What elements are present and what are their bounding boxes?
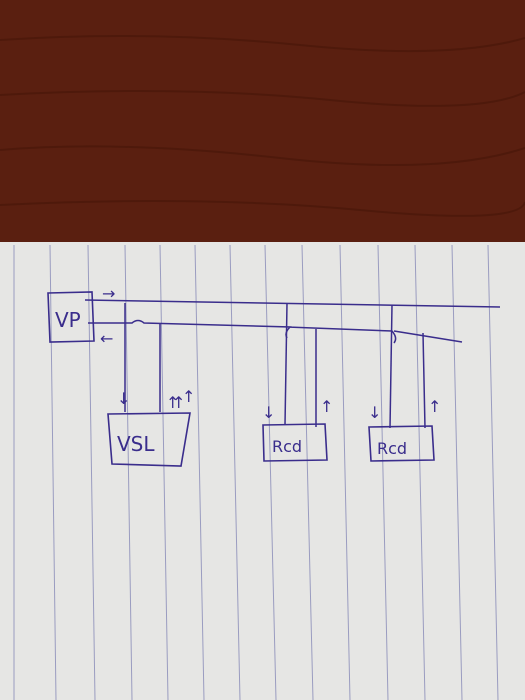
notebook-page (0, 242, 525, 700)
supply-main-pipe (84, 299, 501, 308)
rcd2-down-arrow: ↓ (368, 403, 381, 422)
rcd2-return-branch (422, 332, 426, 429)
vsl-up-arrow-2: ↑ (172, 393, 185, 412)
vsl-up-arrow-3: ↑ (182, 387, 195, 406)
vsl-box (107, 412, 191, 467)
wood-grain (0, 35, 525, 217)
rcd-box-2 (368, 425, 435, 462)
rcd-label-2: Rcd (377, 439, 407, 458)
vp-node: VP (47, 291, 95, 343)
rcd2-up-arrow: ↑ (428, 397, 441, 416)
vsl-label: VSL (117, 432, 155, 456)
ruled-lines (13, 244, 499, 700)
supply-out-arrow: → (102, 284, 115, 303)
rcd-node-1: Rcd (262, 423, 328, 462)
vsl-up-arrow-1: ↑ (166, 393, 179, 412)
vsl-node: VSL (107, 412, 191, 467)
vsl-down-arrow: ↓ (117, 389, 130, 408)
vp-label: VP (55, 308, 81, 332)
rcd-node-2: Rcd (368, 425, 435, 462)
rcd-box-1 (262, 423, 328, 462)
return-in-arrow: ← (100, 329, 113, 348)
rcd1-supply-branch (284, 302, 288, 426)
vp-box (47, 291, 95, 343)
rcd2-supply-branch (389, 304, 393, 429)
rcd1-down-arrow: ↓ (262, 403, 275, 422)
rcd-label-1: Rcd (272, 437, 302, 456)
rcd1-up-arrow: ↑ (320, 397, 333, 416)
